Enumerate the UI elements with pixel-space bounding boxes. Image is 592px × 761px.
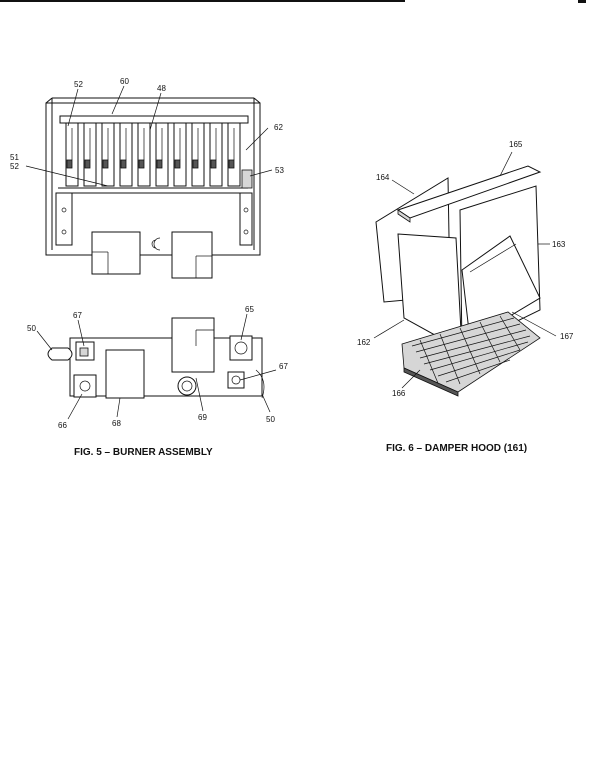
- callout-52-top: 52: [74, 80, 83, 89]
- callout-52-left: 52: [10, 162, 19, 171]
- callout-68: 68: [112, 419, 121, 428]
- callout-165: 165: [509, 140, 523, 149]
- damper-hood-drawing: [375, 165, 542, 397]
- page-corner-mark: [578, 0, 586, 3]
- callout-162: 162: [357, 338, 371, 347]
- callout-65: 65: [245, 305, 254, 314]
- callout-67-right: 67: [279, 362, 288, 371]
- callout-53: 53: [275, 166, 284, 175]
- callout-166: 166: [392, 389, 406, 398]
- callout-164: 164: [376, 173, 390, 182]
- callout-67-top: 67: [73, 311, 82, 320]
- burner-assembly-top-view: [45, 97, 261, 279]
- fig5-caption: FIG. 5 – BURNER ASSEMBLY: [74, 447, 213, 458]
- callout-51: 51: [10, 153, 19, 162]
- fig5-top-callouts: [25, 85, 273, 187]
- burner-tubes: [65, 122, 241, 187]
- callout-50-right: 50: [266, 415, 275, 424]
- callout-62: 62: [274, 123, 283, 132]
- callout-163: 163: [552, 240, 566, 249]
- callout-167: 167: [560, 332, 574, 341]
- burner-assembly-front-view: [47, 317, 265, 399]
- fig5-front-callouts: [36, 313, 277, 420]
- callout-60: 60: [120, 77, 129, 86]
- fig6-callouts: [373, 151, 557, 389]
- fig6-caption: FIG. 6 – DAMPER HOOD (161): [386, 443, 527, 454]
- callout-50-left: 50: [27, 324, 36, 333]
- callout-48: 48: [157, 84, 166, 93]
- callout-69: 69: [198, 413, 207, 422]
- damper-grille: [401, 311, 541, 397]
- callout-66: 66: [58, 421, 67, 430]
